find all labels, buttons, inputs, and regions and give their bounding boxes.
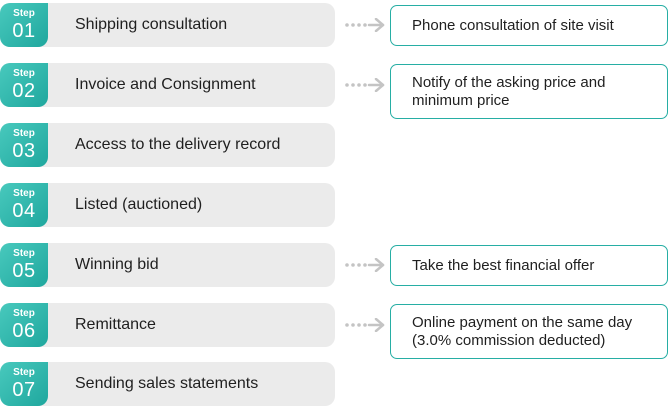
step-bar [0, 123, 335, 167]
step-badge: Step 01 [0, 3, 48, 47]
step-number: 03 [12, 140, 36, 162]
step-label: Remittance [75, 316, 156, 333]
step-label: Invoice and Consignment [75, 76, 256, 93]
step-number: 06 [12, 320, 36, 342]
step-bar [0, 362, 335, 406]
step-badge: Step 03 [0, 123, 48, 167]
step-word: Step [13, 308, 35, 319]
note-box-step06: Online payment on the same day (3.0% com… [390, 304, 668, 359]
note-text: Notify of the asking price and minimum p… [412, 73, 606, 109]
dotted-arrow-icon [345, 18, 387, 32]
step-label: Shipping consultation [75, 16, 228, 33]
step-bar [0, 183, 335, 227]
step-row-05: Step 05 Winning bid [0, 243, 335, 287]
step-number: 04 [12, 200, 36, 222]
step-badge: Step 06 [0, 303, 48, 347]
note-text: Phone consultation of site visit [412, 16, 614, 34]
step-badge: Step 07 [0, 362, 48, 406]
step-label: Sending sales statements [75, 375, 259, 392]
step-word: Step [13, 68, 35, 79]
note-text: Take the best financial offer [412, 256, 595, 274]
note-box-step01: Phone consultation of site visit [390, 5, 668, 46]
note-text: Online payment on the same day (3.0% com… [412, 313, 633, 349]
step-number: 01 [12, 20, 36, 42]
step-bar [0, 3, 335, 47]
step-bar [0, 243, 335, 287]
step-word: Step [13, 128, 35, 139]
step-row-06: Step 06 Remittance [0, 303, 335, 347]
step-number: 02 [12, 80, 36, 102]
step-word: Step [13, 367, 35, 378]
step-number: 07 [12, 379, 36, 401]
step-row-04: Step 04 Listed (auctioned) [0, 183, 335, 227]
step-row-03: Step 03 Access to the delivery record [0, 123, 335, 167]
dotted-arrow-icon [345, 258, 387, 272]
step-label: Winning bid [75, 256, 159, 273]
step-row-07: Step 07 Sending sales statements [0, 362, 335, 406]
step-badge: Step 05 [0, 243, 48, 287]
step-label: Listed (auctioned) [75, 196, 203, 213]
step-badge: Step 04 [0, 183, 48, 227]
note-box-step05: Take the best financial offer [390, 245, 668, 286]
step-word: Step [13, 8, 35, 19]
step-label: Access to the delivery record [75, 136, 281, 153]
step-row-02: Step 02 Invoice and Consignment [0, 63, 335, 107]
step-word: Step [13, 248, 35, 259]
step-word: Step [13, 188, 35, 199]
step-number: 05 [12, 260, 36, 282]
step-bar [0, 63, 335, 107]
step-row-01: Step 01 Shipping consultation [0, 3, 335, 47]
step-bar [0, 303, 335, 347]
dotted-arrow-icon [345, 318, 387, 332]
note-box-step02: Notify of the asking price and minimum p… [390, 64, 668, 119]
dotted-arrow-icon [345, 78, 387, 92]
step-badge: Step 02 [0, 63, 48, 107]
